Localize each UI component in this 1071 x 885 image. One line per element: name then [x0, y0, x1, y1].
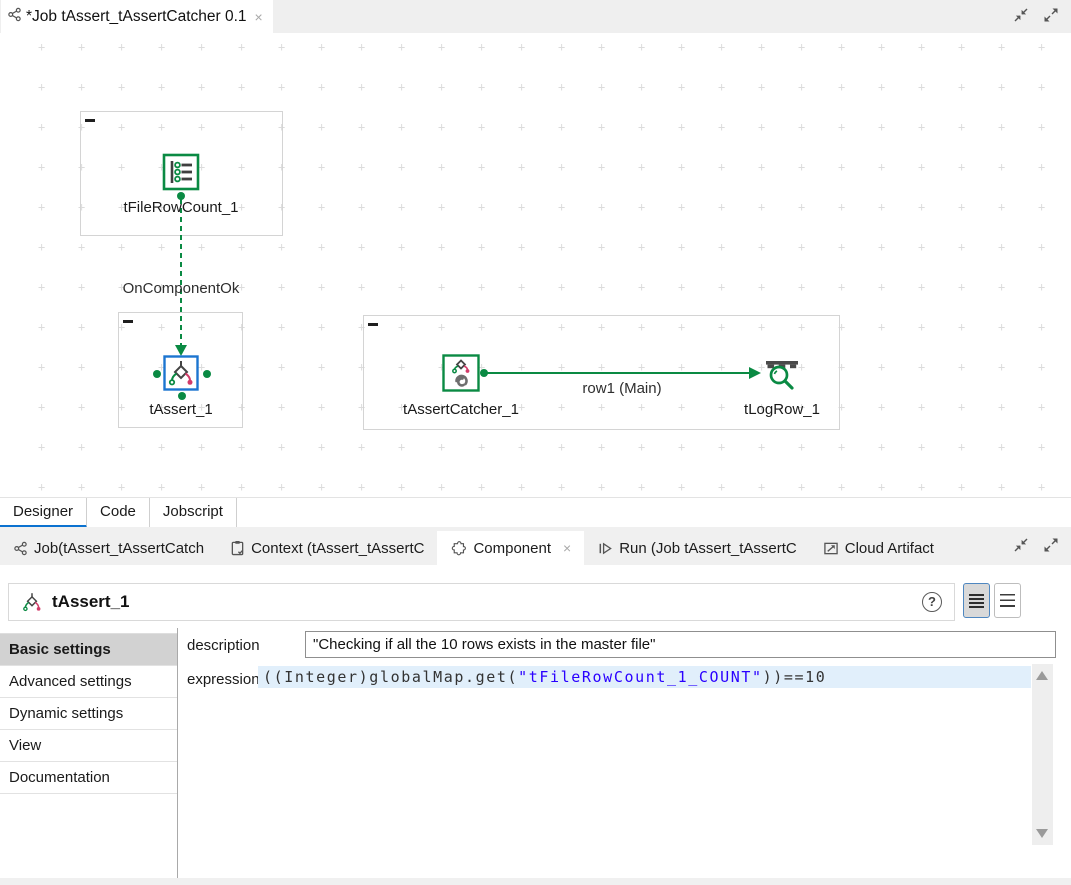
editor-tab-title: *Job tAssert_tAssertCatcher 0.1 — [26, 7, 247, 25]
run-icon — [599, 542, 613, 554]
panel-tabbar: Job(tAssert_tAssertCatch Context (tAsser… — [0, 527, 1071, 565]
component-properties-panel: tAssert_1 ? Basic settings Advanced sett… — [0, 565, 1071, 878]
component-tfilerowcount[interactable] — [161, 152, 201, 197]
sidebar-item-documentation[interactable]: Documentation — [0, 762, 177, 794]
component-header: tAssert_1 ? — [8, 583, 955, 621]
sidebar-item-basic-settings[interactable]: Basic settings — [0, 634, 177, 666]
tassert-mini-icon — [23, 593, 41, 612]
vertical-layout-button[interactable] — [963, 583, 990, 618]
current-line-highlight — [258, 666, 1031, 688]
view-tabbar: Designer Code Jobscript — [0, 497, 1071, 528]
list-dense-icon — [969, 593, 984, 608]
tab-job-editor[interactable]: *Job tAssert_tAssertCatcher 0.1 × — [1, 0, 273, 33]
editor-window-controls — [1013, 7, 1059, 23]
selection-rect-catcher-logrow — [363, 315, 840, 430]
maximize-icon[interactable] — [1043, 7, 1059, 23]
component-puzzle-icon — [452, 540, 467, 555]
tab-code[interactable]: Code — [87, 498, 150, 528]
job-icon — [14, 541, 27, 555]
selection-rect-assert — [118, 312, 243, 428]
tab-label: Context (tAssert_tAssertC — [251, 539, 425, 557]
collapse-handle-icon[interactable] — [368, 323, 378, 326]
description-label: description — [187, 637, 260, 654]
component-label[interactable]: tAssert_1 — [149, 401, 213, 418]
close-icon[interactable]: × — [563, 540, 572, 556]
tab-label: Job(tAssert_tAssertCatch — [34, 539, 205, 557]
code-string-token: "tFileRowCount_1_COUNT" — [518, 668, 763, 686]
panel-window-controls — [1013, 537, 1059, 553]
connection-label-oncomponentok[interactable]: OnComponentOk — [122, 280, 240, 297]
component-tlogrow[interactable] — [763, 354, 801, 397]
expression-scrollbar[interactable] — [1032, 664, 1053, 845]
expression-code: ((Integer)globalMap.get("tFileRowCount_1… — [263, 668, 826, 686]
tassertcatcher-icon — [442, 354, 480, 392]
component-label[interactable]: tAssertCatcher_1 — [403, 401, 519, 418]
horizontal-layout-button[interactable] — [994, 583, 1021, 618]
component-tassert[interactable] — [163, 355, 199, 396]
sidebar-item-view[interactable]: View — [0, 730, 177, 762]
restore-icon[interactable] — [1013, 7, 1029, 23]
settings-sidebar: Basic settings Advanced settings Dynamic… — [0, 633, 177, 794]
tassert-icon — [163, 355, 199, 391]
tab-context-view[interactable]: Context (tAssert_tAssertC — [217, 531, 437, 565]
tlogrow-icon — [766, 361, 798, 390]
restore-icon[interactable] — [1013, 537, 1029, 553]
close-icon[interactable]: × — [254, 8, 263, 25]
tab-job-view[interactable]: Job(tAssert_tAssertCatch — [0, 531, 217, 565]
code-token: ((Integer)globalMap.get( — [263, 668, 519, 686]
maximize-icon[interactable] — [1043, 537, 1059, 553]
sidebar-divider — [177, 628, 178, 878]
expression-label: expression — [187, 671, 260, 688]
editor-tabbar: *Job tAssert_tAssertCatcher 0.1 × — [0, 0, 1071, 33]
collapse-handle-icon[interactable] — [85, 119, 95, 122]
component-tassertcatcher[interactable] — [442, 354, 480, 397]
context-icon — [231, 540, 244, 556]
design-canvas[interactable]: ++++++++++++++++++++++++++++++++++++++++… — [0, 33, 1071, 497]
expression-editor[interactable]: ((Integer)globalMap.get("tFileRowCount_1… — [258, 664, 1031, 847]
tab-designer[interactable]: Designer — [0, 498, 88, 528]
help-icon[interactable]: ? — [922, 592, 942, 612]
collapse-handle-icon[interactable] — [123, 320, 133, 323]
cloud-artifact-icon — [824, 542, 838, 554]
grid-layer: ++++++++++++++++++++++++++++++++++++++++… — [38, 40, 1046, 494]
list-lines-icon — [1000, 594, 1015, 607]
tab-label: Cloud Artifact — [844, 539, 934, 557]
connection-label-row1[interactable]: row1 (Main) — [582, 380, 662, 397]
tab-run-view[interactable]: Run (Job tAssert_tAssertC — [584, 531, 810, 565]
tab-cloud-artifact-view[interactable]: Cloud Artifact — [810, 531, 947, 565]
tab-label: Component — [473, 539, 552, 557]
tab-label: Run (Job tAssert_tAssertC — [619, 539, 797, 557]
tfilerowcount-icon — [162, 153, 200, 191]
job-icon — [7, 7, 22, 27]
tab-component-view[interactable]: Component × — [437, 531, 585, 565]
description-input[interactable] — [305, 631, 1056, 658]
scroll-up-icon[interactable] — [1036, 671, 1048, 680]
scroll-down-icon[interactable] — [1036, 829, 1048, 838]
sidebar-item-dynamic-settings[interactable]: Dynamic settings — [0, 698, 177, 730]
component-title: tAssert_1 — [52, 592, 130, 611]
sidebar-item-advanced-settings[interactable]: Advanced settings — [0, 666, 177, 698]
code-token: ))==10 — [762, 668, 827, 686]
connections-layer — [153, 192, 761, 400]
tab-jobscript[interactable]: Jobscript — [150, 498, 237, 528]
component-label[interactable]: tLogRow_1 — [744, 401, 820, 418]
component-label[interactable]: tFileRowCount_1 — [123, 199, 239, 216]
